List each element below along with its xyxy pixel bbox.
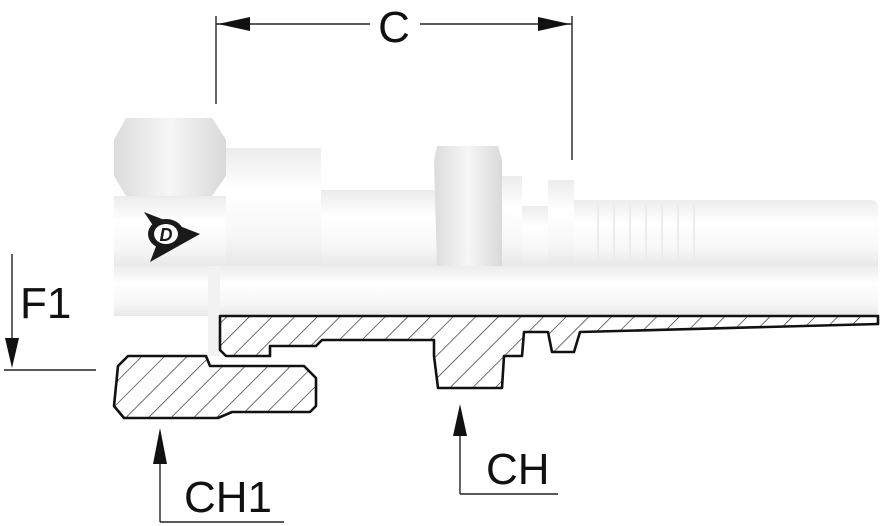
dimension-c: C <box>215 3 573 160</box>
dimension-f1: F1 <box>4 254 96 371</box>
arrow-up-icon <box>453 404 467 436</box>
label-f1: F1 <box>20 279 71 328</box>
body-section <box>218 314 880 390</box>
dunlop-logo: D <box>144 212 200 262</box>
label-ch: CH <box>486 445 550 494</box>
arrow-right-icon <box>538 17 570 31</box>
arrow-left-icon <box>218 17 250 31</box>
dimension-ch1: CH1 <box>153 428 284 523</box>
dimension-ch: CH <box>453 404 558 495</box>
arrow-down-icon <box>5 338 19 368</box>
fitting-body <box>226 146 878 266</box>
cross-section <box>112 314 880 420</box>
arrow-up-icon <box>153 428 167 464</box>
nut-section <box>112 354 318 420</box>
logo-letter: D <box>160 225 173 245</box>
label-ch1: CH1 <box>184 473 272 522</box>
label-c: C <box>378 3 410 52</box>
